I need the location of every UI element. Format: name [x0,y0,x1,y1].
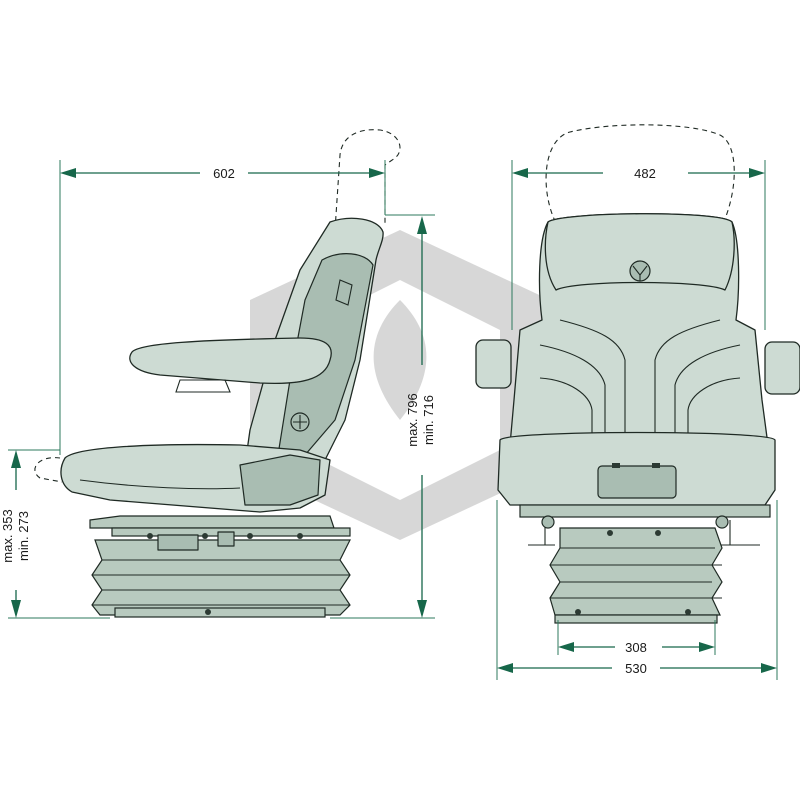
dimension-label-482: 482 [634,166,656,181]
dimension-label-308: 308 [625,640,647,655]
side-suspension-bellows [91,539,351,616]
dimension-label-602: 602 [213,166,235,181]
dimension-front-overall-width: 530 [497,661,777,676]
dimension-side-width: 602 [60,166,385,181]
dimension-label-max-353: max. 353 [0,509,15,562]
side-seat-panel [239,454,321,506]
brand-emblem [629,260,651,282]
dimension-label-530: 530 [625,661,647,676]
front-headrest [544,213,735,291]
side-view [34,129,401,618]
side-armrest [129,337,332,385]
dimension-front-base-width: 308 [558,640,715,655]
front-armrest-left [475,339,512,389]
side-headrest-extended-outline [334,129,401,231]
dimension-side-height: max. 796 min. 716 [405,216,436,618]
side-rail [89,515,335,529]
front-suspension-bellows [549,527,723,616]
extension-lines [8,160,778,680]
front-rail [519,504,771,518]
dimension-front-headrest-width: 482 [512,166,765,181]
dimension-label-min-273: min. 273 [16,511,31,561]
side-level-control [157,534,199,551]
dimension-label-max-796: max. 796 [405,393,420,446]
front-headrest-extended-outline [545,124,735,231]
dimension-label-min-716: min. 716 [421,395,436,445]
dimension-base-height: max. 353 min. 273 [0,450,31,618]
front-armrest-right [764,341,800,395]
front-view [475,124,800,624]
